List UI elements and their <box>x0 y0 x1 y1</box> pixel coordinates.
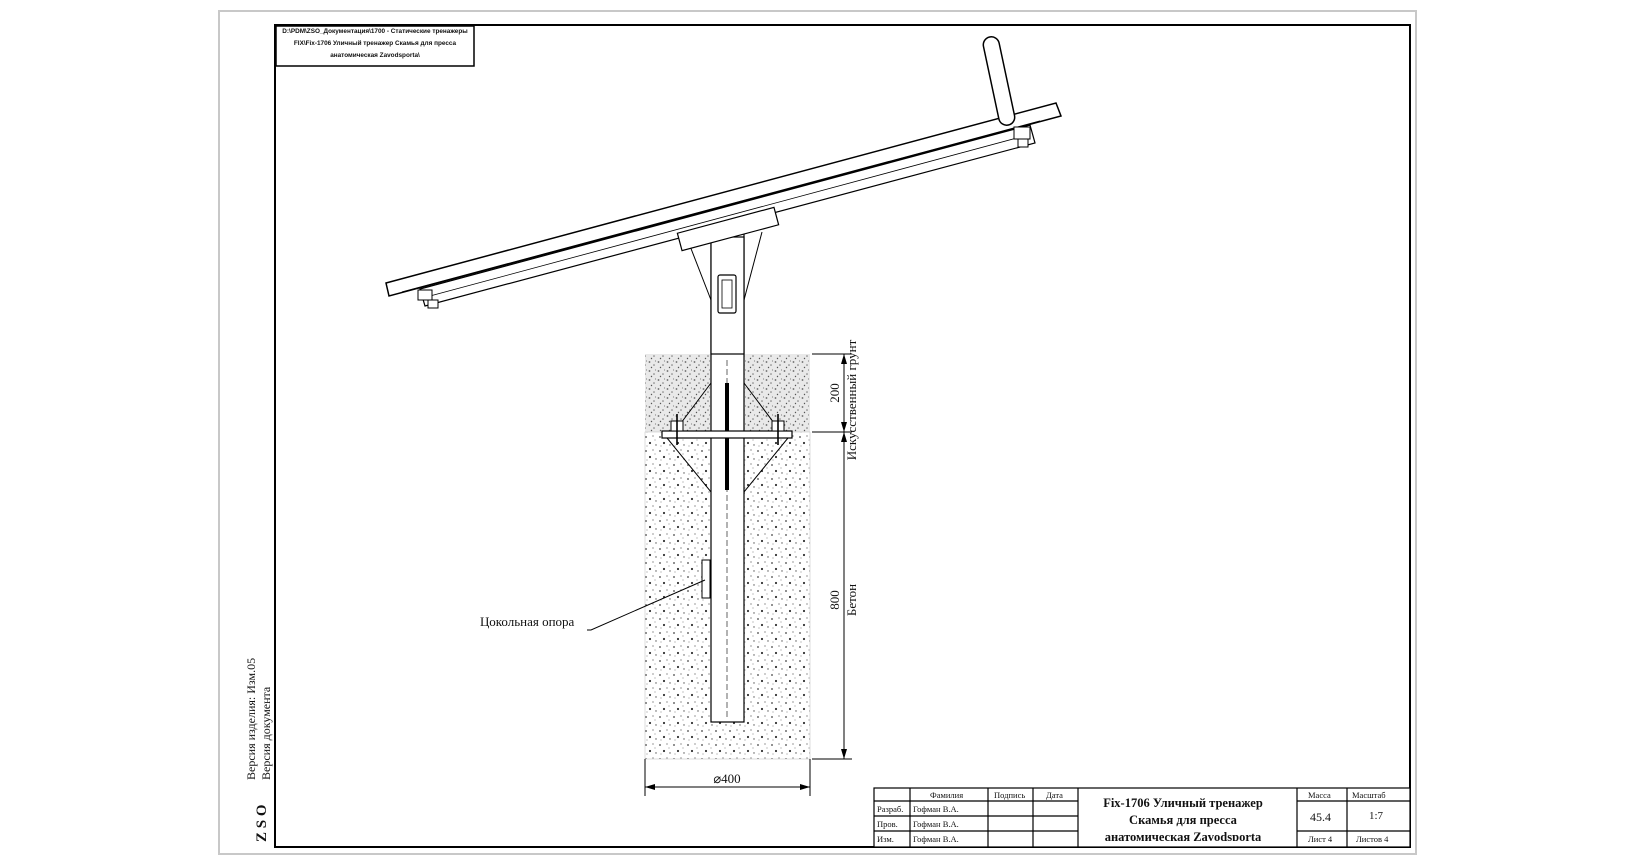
dimension-200-label: 200 <box>827 383 842 403</box>
lower-gusset-right <box>743 437 790 494</box>
file-path-label: D:\PDM\ZSO_Документация\1700 - Статическ… <box>282 28 468 59</box>
column-brace-left <box>689 245 712 301</box>
tb-role-checker: Пров. <box>877 819 898 829</box>
file-path-box <box>275 25 475 67</box>
tb-mass-label: Масса <box>1308 790 1331 800</box>
bench-rail <box>385 102 1062 297</box>
tb-name-checker: Гофман В.А. <box>913 819 959 829</box>
tb-header-signature: Подпись <box>994 790 1026 800</box>
dimension-diameter <box>644 759 811 796</box>
lower-gusset-left <box>665 437 712 494</box>
upper-gusset-right <box>743 381 781 432</box>
bench-rail-inner-line <box>401 120 1041 293</box>
tb-header-surname: Фамилия <box>930 790 964 800</box>
column-brace-right <box>743 231 763 301</box>
tb-drawing-title: Fix-1706 Уличный тренажер Скамья для пре… <box>1078 795 1288 841</box>
tb-name-developer: Гофман В.А. <box>913 804 959 814</box>
bench-frame-inner-line <box>429 134 1029 297</box>
pile-callout-label: Цокольная опора <box>480 614 575 629</box>
zso-logo-text: Z S O <box>254 804 270 842</box>
dimension-diameter-label: ⌀400 <box>713 771 740 786</box>
tb-header-date: Дата <box>1046 790 1063 800</box>
tb-scale-value: 1:7 <box>1369 810 1384 822</box>
pile-marker-plate <box>701 559 711 599</box>
soil-label: Искусственный грунт <box>844 339 859 460</box>
bolt-left <box>670 414 684 445</box>
bench-mount-bracket <box>676 206 780 252</box>
bench-end-bracket-left <box>417 289 439 309</box>
document-version-text: Версия документа <box>259 686 273 780</box>
tb-mass-value: 45.4 <box>1310 810 1331 824</box>
tb-sheets-total: Листов 4 <box>1356 834 1389 844</box>
tb-name-change: Гофман В.А. <box>913 834 959 844</box>
pile-callout-leader <box>587 579 706 631</box>
dimension-800-label: 800 <box>827 590 842 610</box>
tb-title-line-3: анатомическая Zavodsporta <box>1104 830 1262 841</box>
tb-title-line-2: Скамья для пресса <box>1129 813 1237 827</box>
column-label-inner <box>721 279 733 309</box>
bolt-right <box>771 414 785 445</box>
product-version-text: Версия изделия: Изм.05 <box>244 658 258 780</box>
title-block-grid <box>873 787 1411 848</box>
inner-frame <box>274 24 1411 848</box>
tb-title-line-1: Fix-1706 Уличный тренажер <box>1103 796 1263 810</box>
base-plate <box>661 430 793 439</box>
tb-scale-label: Масштаб <box>1352 790 1386 800</box>
tb-sheet-number: Лист 4 <box>1308 834 1333 844</box>
tb-role-change: Изм. <box>877 834 894 844</box>
dimension-200 <box>812 353 852 760</box>
bench-end-bracket-right <box>1013 126 1031 148</box>
upper-gusset-left <box>674 381 712 432</box>
concrete-label: Бетон <box>844 584 859 616</box>
foot-holder-post <box>982 36 1016 126</box>
tb-role-developer: Разраб. <box>877 804 904 814</box>
